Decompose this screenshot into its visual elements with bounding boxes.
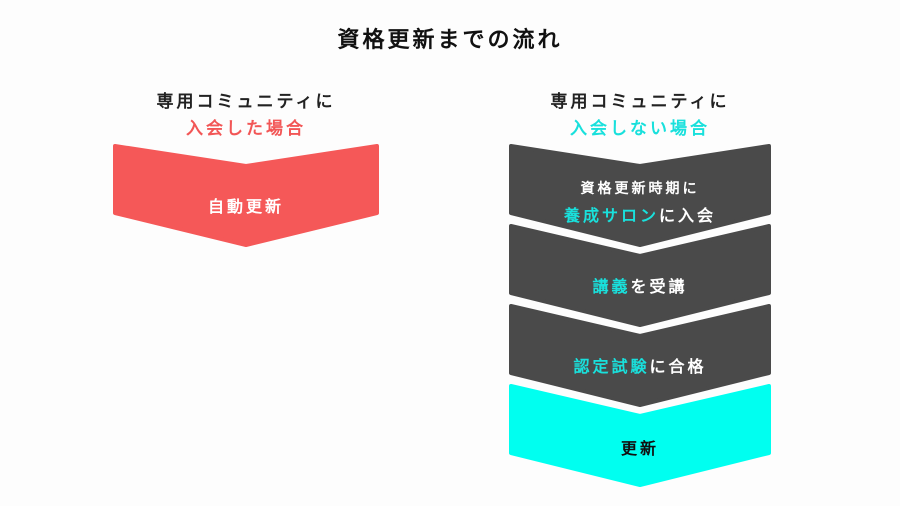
- page-title: 資格更新までの流れ: [337, 28, 563, 53]
- step-auto-renew: 自動更新: [207, 197, 284, 216]
- step-1-rest: に入会: [659, 206, 717, 225]
- chevron-auto-renew: [113, 144, 379, 247]
- step-2-rest: を受講: [630, 277, 688, 296]
- chevron-step-3: [509, 304, 771, 407]
- step-3-highlight: 認定試験: [573, 357, 650, 376]
- step-1-line-2: 養成サロンに入会: [509, 202, 771, 226]
- right-heading-1: 専用コミュニティに: [550, 92, 730, 112]
- step-2: 講義を受講: [509, 273, 771, 297]
- right-heading-2: 入会しない場合: [570, 119, 710, 139]
- step-2-highlight: 講義: [592, 277, 631, 296]
- step-3: 認定試験に合格: [509, 353, 771, 377]
- chevron-step-4: [509, 384, 771, 487]
- step-4-renew: 更新: [620, 439, 659, 458]
- step-3-rest: に合格: [649, 357, 707, 376]
- left-heading-2: 入会した場合: [186, 119, 306, 139]
- step-1-line-1: 資格更新時期に: [580, 181, 700, 197]
- chevron-step-2: [509, 224, 771, 327]
- step-1-highlight: 養成サロン: [563, 206, 659, 225]
- chevron-step-1: [509, 144, 771, 247]
- left-heading-1: 専用コミュニティに: [156, 92, 336, 112]
